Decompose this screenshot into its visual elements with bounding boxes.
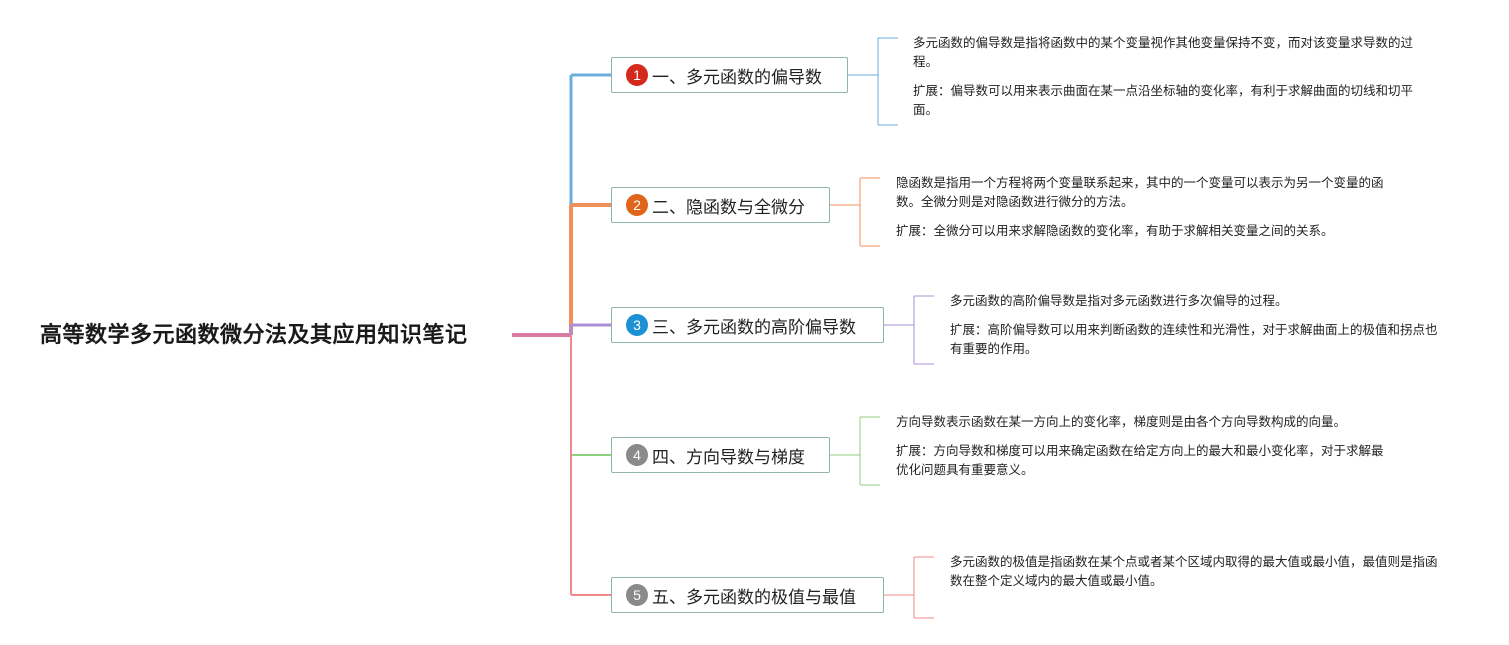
definition-text-4: 方向导数表示函数在某一方向上的变化率，梯度则是由各个方向导数构成的向量。: [896, 414, 1347, 429]
branch-notes-2: 隐函数是指用一个方程将两个变量联系起来，其中的一个变量可以表示为另一个变量的函数…: [896, 173, 1391, 240]
extension-text-3: 扩展：高阶偏导数可以用来判断函数的连续性和光滑性，对于求解曲面上的极值和拐点也有…: [950, 322, 1438, 356]
branch-notes-3: 多元函数的高阶偏导数是指对多元函数进行多次偏导的过程。 扩展：高阶偏导数可以用来…: [950, 291, 1445, 358]
branch-node-2[interactable]: 2 二、隐函数与全微分: [611, 187, 830, 223]
definition-text-5: 多元函数的极值是指函数在某个点或者某个区域内取得的最大值或最小值，最值则是指函数…: [950, 554, 1438, 588]
branch-node-5[interactable]: 5 五、多元函数的极值与最值: [611, 577, 884, 613]
branch-notes-5: 多元函数的极值是指函数在某个点或者某个区域内取得的最大值或最小值，最值则是指函数…: [950, 552, 1445, 590]
branch-label-4: 四、方向导数与梯度: [652, 447, 805, 468]
definition-text-3: 多元函数的高阶偏导数是指对多元函数进行多次偏导的过程。: [950, 293, 1288, 308]
number-badge-5: 5: [626, 584, 648, 606]
branch-notes-4: 方向导数表示函数在某一方向上的变化率，梯度则是由各个方向导数构成的向量。 扩展：…: [896, 412, 1391, 479]
branch-node-3[interactable]: 3 三、多元函数的高阶偏导数: [611, 307, 884, 343]
number-badge-3: 3: [626, 314, 648, 336]
extension-text-2: 扩展：全微分可以用来求解隐函数的变化率，有助于求解相关变量之间的关系。: [896, 223, 1334, 238]
number-badge-2: 2: [626, 194, 648, 216]
root-title[interactable]: 高等数学多元函数微分法及其应用知识笔记: [40, 323, 468, 348]
branch-label-3: 三、多元函数的高阶偏导数: [652, 317, 856, 338]
number-badge-1: 1: [626, 64, 648, 86]
definition-text-1: 多元函数的偏导数是指将函数中的某个变量视作其他变量保持不变，而对该变量求导数的过…: [913, 35, 1414, 69]
extension-text-1: 扩展：偏导数可以用来表示曲面在某一点沿坐标轴的变化率，有利于求解曲面的切线和切平…: [913, 83, 1414, 117]
branch-notes-1: 多元函数的偏导数是指将函数中的某个变量视作其他变量保持不变，而对该变量求导数的过…: [913, 33, 1413, 119]
number-badge-4: 4: [626, 444, 648, 466]
branch-label-2: 二、隐函数与全微分: [652, 197, 805, 218]
extension-text-4: 扩展：方向导数和梯度可以用来确定函数在给定方向上的最大和最小变化率，对于求解最优…: [896, 443, 1384, 477]
branch-node-4[interactable]: 4 四、方向导数与梯度: [611, 437, 830, 473]
definition-text-2: 隐函数是指用一个方程将两个变量联系起来，其中的一个变量可以表示为另一个变量的函数…: [896, 175, 1384, 209]
branch-label-1: 一、多元函数的偏导数: [652, 67, 822, 88]
branch-node-1[interactable]: 1 一、多元函数的偏导数: [611, 57, 848, 93]
branch-label-5: 五、多元函数的极值与最值: [652, 587, 856, 608]
